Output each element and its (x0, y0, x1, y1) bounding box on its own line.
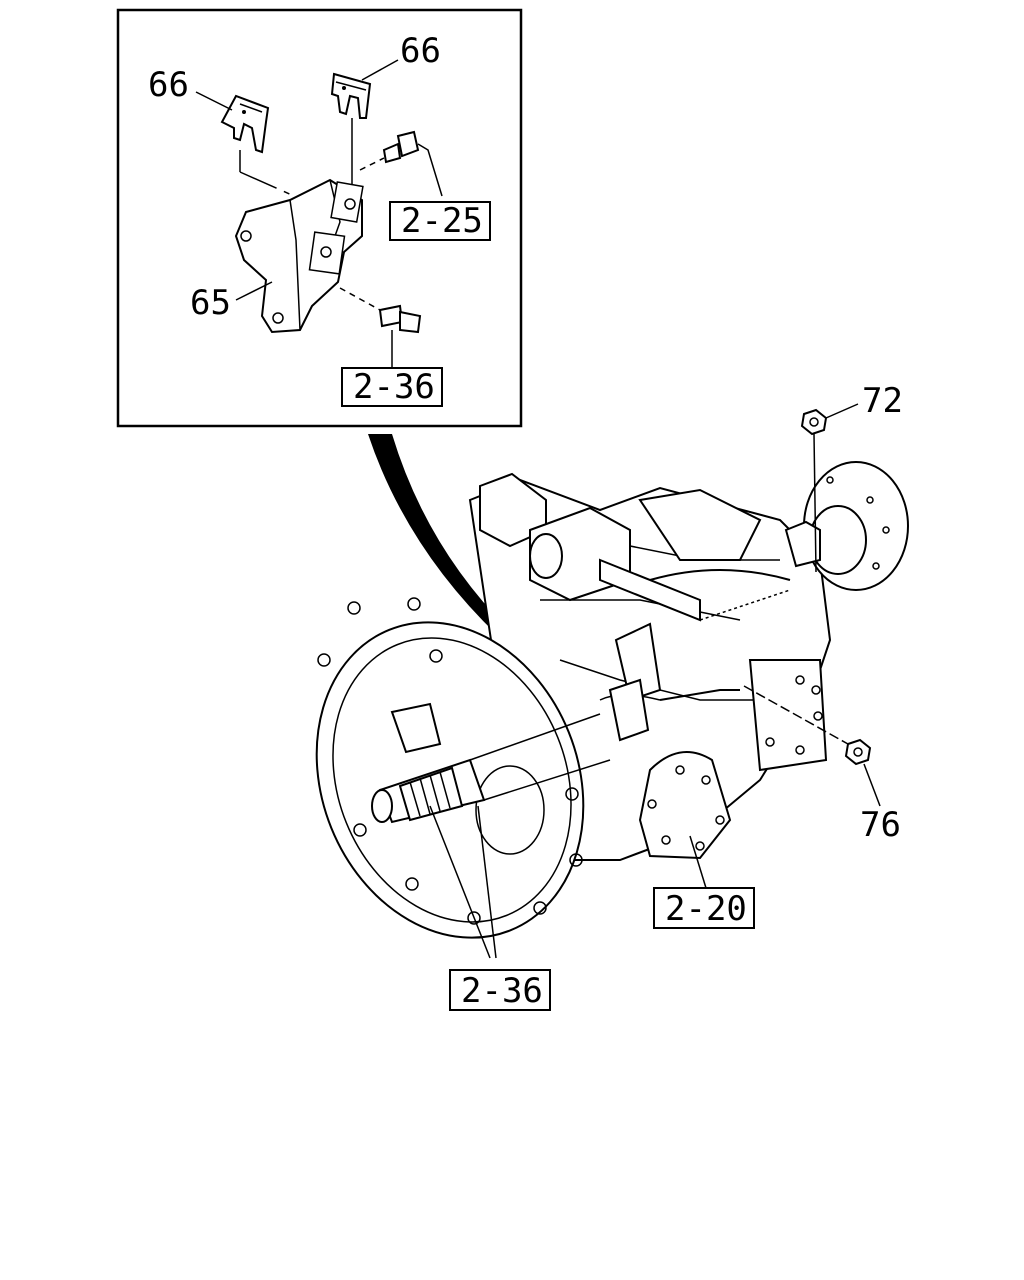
leader-nut-side (863, 763, 881, 807)
leader-bolt-upper (417, 143, 443, 197)
ref-box-input-bolts (449, 969, 551, 1011)
bolt-upper-part (359, 130, 420, 171)
leader-nut-side-stud (743, 685, 849, 745)
ref-box-bolt-upper (389, 201, 491, 241)
ref-box-cover (653, 887, 755, 929)
leader-nut-top-stud (813, 433, 817, 573)
ref-cover: 2-20 (665, 889, 747, 929)
leader-clip-right (361, 59, 399, 81)
leader-bracket (235, 281, 273, 301)
callout-nut-side: 76 (860, 805, 901, 845)
leader-input-bolt-b (477, 805, 497, 959)
inset-detail: 66 66 65 (116, 8, 523, 428)
leader-nut-top (825, 403, 859, 419)
callout-bracket: 65 (190, 283, 231, 323)
leader-clip-left (195, 91, 233, 111)
ref-box-bolt-lower (341, 367, 443, 407)
callout-clip-right: 66 (400, 31, 441, 71)
nut-side-part (844, 738, 872, 766)
leader-input-bolt-a (429, 805, 491, 959)
inset-pointer (368, 434, 530, 656)
ref-bolt-lower: 2-36 (353, 367, 435, 407)
leader-cover (689, 835, 707, 889)
callout-nut-top: 72 (862, 381, 903, 421)
transmission-assembly (315, 461, 909, 939)
callout-clip-left: 66 (148, 65, 189, 105)
clip-right-part (330, 72, 372, 119)
bracket-part (234, 178, 364, 334)
clip-left-part (220, 94, 270, 154)
ref-bolt-upper: 2-25 (401, 201, 483, 241)
bolt-lower-part (339, 287, 422, 334)
ref-input-bolts: 2-36 (461, 971, 543, 1011)
nut-top-part (800, 408, 828, 436)
